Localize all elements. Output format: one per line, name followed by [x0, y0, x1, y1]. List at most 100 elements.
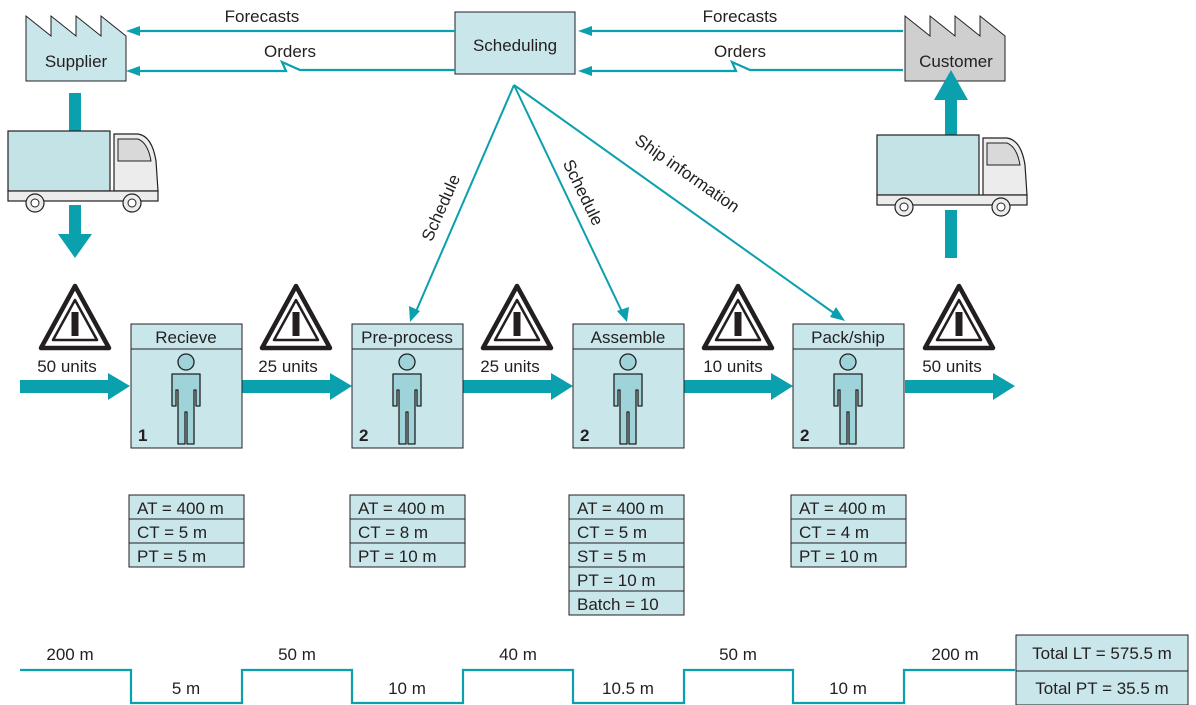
- totals-box: Total LT = 575.5 m Total PT = 35.5 m: [1015, 634, 1189, 705]
- factory-icon: [25, 15, 127, 82]
- arrowhead-icon: [551, 373, 573, 400]
- data-cell: ST = 5 m: [577, 547, 646, 566]
- push-arrow: [242, 380, 332, 393]
- wait-time-label: 200 m: [931, 645, 978, 664]
- process-box-preprocess: Pre-process 2: [351, 323, 464, 449]
- process-time-label: 10 m: [388, 679, 426, 698]
- arrowhead-icon: [409, 306, 420, 322]
- push-arrow: [463, 380, 553, 393]
- inventory-label: 10 units: [703, 357, 763, 376]
- data-box-packship: AT = 400 m CT = 4 m PT = 10 m: [790, 494, 907, 568]
- data-box-assemble: AT = 400 m CT = 5 m ST = 5 m PT = 10 m B…: [568, 494, 685, 616]
- customer-label: Customer: [919, 52, 993, 71]
- data-box-recieve: AT = 400 m CT = 5 m PT = 5 m: [128, 494, 245, 568]
- order-line-right: [590, 59, 903, 73]
- total-lead-time: Total LT = 575.5 m: [1032, 644, 1172, 663]
- info-flow-lines: [138, 29, 903, 73]
- shipment-arrow: [945, 210, 957, 258]
- inventory-triangle-icon: [41, 286, 109, 348]
- process-box-assemble: Assemble 2: [572, 323, 685, 449]
- shipment-arrow: [945, 100, 957, 140]
- operator-count: 2: [580, 426, 589, 445]
- material-flow-arrows: [20, 373, 1015, 400]
- wait-time-label: 40 m: [499, 645, 537, 664]
- forecasts-left-label: Forecasts: [225, 7, 300, 26]
- data-box-preprocess: AT = 400 m CT = 8 m PT = 10 m: [349, 494, 466, 568]
- operator-count: 2: [800, 426, 809, 445]
- inventory-triangle-icon: [925, 286, 993, 348]
- arrowhead-icon: [617, 307, 629, 322]
- wait-time-label: 50 m: [278, 645, 316, 664]
- arrowhead-icon: [330, 373, 352, 400]
- schedule-lines: [413, 84, 839, 317]
- inventory-triangle-icon: [483, 286, 551, 348]
- inventory-labels: 50 units 25 units 25 units 10 units 50 u…: [37, 357, 982, 376]
- factory-icon: [904, 15, 1006, 82]
- customer-factory: Customer: [904, 15, 1006, 82]
- data-cell: AT = 400 m: [799, 499, 886, 518]
- schedule-label-1: Schedule: [418, 172, 464, 244]
- ship-info-line: [513, 84, 839, 317]
- inbound-shipment: [7, 93, 159, 258]
- data-cell: PT = 10 m: [358, 547, 437, 566]
- process-name: Assemble: [591, 328, 666, 347]
- arrowhead-icon: [771, 373, 793, 400]
- arrowhead-icon: [578, 66, 592, 76]
- process-time-label: 10.5 m: [602, 679, 654, 698]
- schedule-line-preprocess: [413, 84, 515, 317]
- data-cell: CT = 5 m: [137, 523, 207, 542]
- data-cell: PT = 10 m: [577, 571, 656, 590]
- process-box-packship: Pack/ship 2: [792, 323, 905, 449]
- inventory-label: 50 units: [37, 357, 97, 376]
- arrowhead-icon: [578, 26, 592, 36]
- data-cell: CT = 5 m: [577, 523, 647, 542]
- process-box-recieve: Recieve 1: [130, 323, 243, 449]
- arrowhead-icon: [830, 307, 845, 321]
- inventory-triangle-icon: [262, 286, 330, 348]
- process-name: Pre-process: [361, 328, 453, 347]
- process-name: Pack/ship: [811, 328, 885, 347]
- arrowhead-icon: [126, 26, 140, 36]
- inventory-label: 25 units: [480, 357, 540, 376]
- timeline-wait-times: 200 m 50 m 40 m 50 m 200 m: [46, 645, 978, 664]
- arrowhead-icon: [126, 66, 140, 76]
- arrowhead-icon: [58, 234, 92, 258]
- orders-left-label: Orders: [264, 42, 316, 61]
- inventory-label: 25 units: [258, 357, 318, 376]
- schedule-line-assemble: [513, 84, 625, 317]
- process-name: Recieve: [155, 328, 216, 347]
- push-arrow: [683, 380, 773, 393]
- data-cell: Batch = 10: [577, 595, 659, 614]
- timeline-process-times: 5 m 10 m 10.5 m 10 m: [172, 679, 867, 698]
- data-cell: CT = 4 m: [799, 523, 869, 542]
- info-flow-arrowheads: [126, 26, 592, 76]
- process-time-label: 5 m: [172, 679, 200, 698]
- arrowhead-icon: [108, 373, 130, 400]
- data-cell: AT = 400 m: [577, 499, 664, 518]
- scheduling-label: Scheduling: [473, 36, 557, 55]
- orders-right-label: Orders: [714, 42, 766, 61]
- truck-icon: [7, 130, 159, 213]
- process-time-label: 10 m: [829, 679, 867, 698]
- operator-count: 1: [138, 426, 147, 445]
- supplier-label: Supplier: [45, 52, 108, 71]
- data-cell: PT = 10 m: [799, 547, 878, 566]
- data-cell: AT = 400 m: [358, 499, 445, 518]
- schedule-arrowheads: [409, 306, 845, 322]
- push-arrow: [905, 380, 995, 393]
- timeline-ladder: [20, 668, 1015, 705]
- order-line-left: [138, 59, 455, 73]
- supplier-factory: Supplier: [25, 15, 127, 82]
- inventory-triangle-icon: [704, 286, 772, 348]
- data-cell: PT = 5 m: [137, 547, 206, 566]
- total-process-time: Total PT = 35.5 m: [1035, 679, 1168, 698]
- shipment-arrow: [69, 93, 81, 135]
- operator-count: 2: [359, 426, 368, 445]
- arrowhead-icon: [934, 70, 968, 100]
- shipment-arrow: [69, 205, 81, 237]
- ship-information-label: Ship information: [631, 130, 743, 216]
- scheduling-box: Scheduling: [454, 11, 576, 75]
- forecasts-right-label: Forecasts: [703, 7, 778, 26]
- push-arrow: [20, 380, 110, 393]
